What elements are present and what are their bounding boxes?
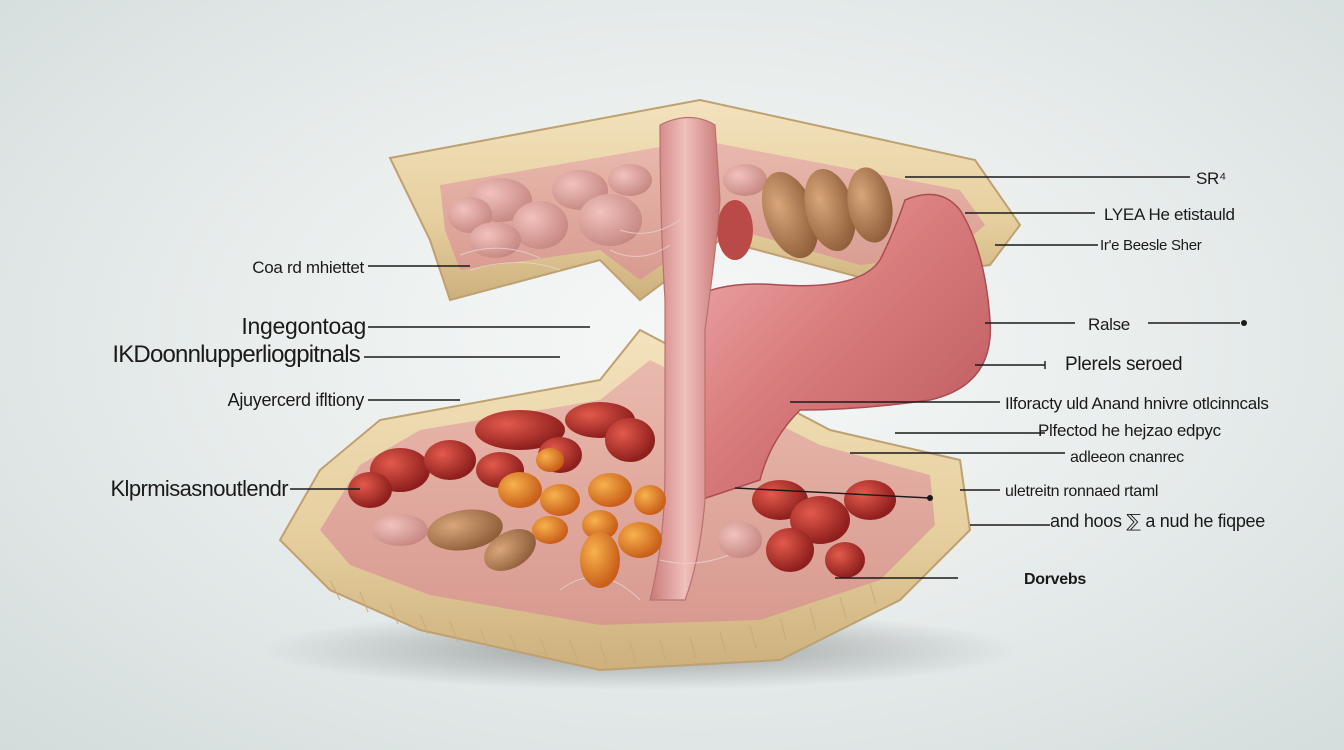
- label-left-3: IKDoonnlupperliogpitnals: [112, 341, 360, 368]
- label-right-2: LYEA He etistauld: [1104, 205, 1235, 224]
- lower-intestines: [372, 509, 762, 571]
- label-right-5: Plerels seroed: [1065, 354, 1183, 375]
- label-right-10: and hoos ⅀ a nud he fiqpee: [1050, 511, 1265, 531]
- label-right-4: Ralse: [1088, 315, 1130, 334]
- label-right-11: Dorvebs: [1024, 571, 1086, 588]
- lower-red-organs: [348, 402, 896, 578]
- label-right-6: Ilforacty uld Anand hnivre otlcinncals: [1005, 394, 1269, 413]
- stomach: [689, 193, 992, 502]
- label-right-7: Plfectod he hejzao edpyc: [1038, 421, 1221, 440]
- leader-dots: [927, 320, 1247, 501]
- label-left-5: Klprmisasnoutlendr: [110, 476, 288, 501]
- label-left-1: Coa rd mhiettet: [252, 258, 364, 277]
- upper-colon: [761, 167, 893, 259]
- lower-orange-organs: [498, 448, 666, 588]
- label-right-9: uletreitn ronnaed rtaml: [1005, 483, 1159, 500]
- shell-ribbing: [329, 579, 877, 665]
- label-left-2: Ingegontoag: [241, 313, 366, 339]
- label-right-3: Ir'e Beesle Sher: [1100, 237, 1202, 254]
- label-left-4: Ajuyercerd ifltiony: [227, 390, 365, 410]
- leader-lines: [290, 176, 1240, 579]
- esophagus: [649, 116, 721, 601]
- label-right-1: SR⁴: [1196, 169, 1227, 188]
- label-right-8: adleeon cnanrec: [1070, 449, 1184, 466]
